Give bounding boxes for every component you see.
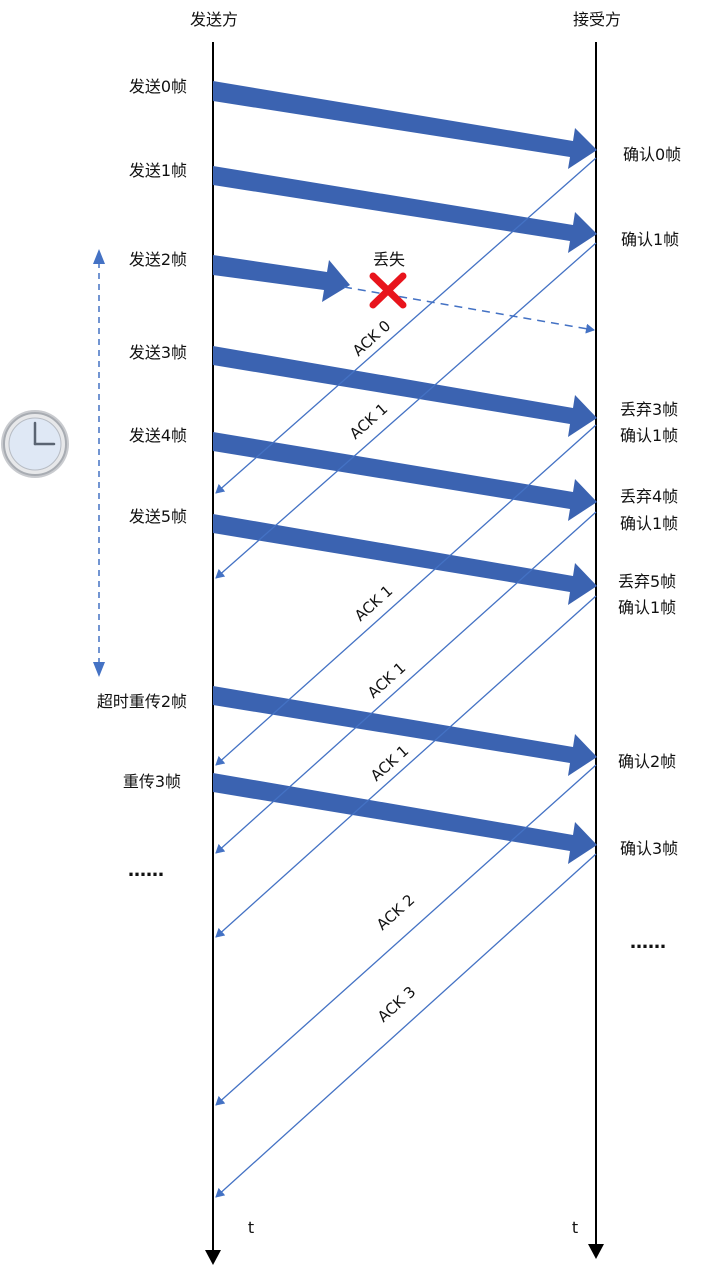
ack-label-1: ACK 1: [346, 400, 391, 443]
receiver-timeline-arrowhead: [588, 1244, 604, 1259]
frame-arrow-2-lost: [213, 255, 350, 302]
frame-arrow-retransmit-3: [213, 773, 597, 864]
receiver-event-2-line-0: 丢弃3帧: [620, 400, 678, 419]
ack-label-4: ACK 1: [367, 742, 412, 785]
receiver-event-3-line-0: 丢弃4帧: [620, 487, 678, 506]
time-label-right: t: [572, 1218, 578, 1237]
receiver-event-2-line-1: 确认1帧: [620, 426, 678, 445]
receiver-event-0-line-0: 确认0帧: [623, 145, 681, 164]
frame-arrow-1: [213, 166, 597, 253]
ack-line-0: [215, 157, 597, 494]
ack-label-5: ACK 2: [373, 891, 418, 934]
ellipsis-left: ……: [128, 860, 164, 881]
ack-label-0: ACK 0: [349, 317, 394, 360]
sender-event-3: 发送3帧: [129, 343, 187, 362]
sender-event-4: 发送4帧: [129, 426, 187, 445]
sender-event-6: 超时重传2帧: [97, 692, 187, 711]
ack-label-3: ACK 1: [364, 659, 409, 702]
clock-icon: [1, 410, 69, 478]
frame-arrow-5: [213, 514, 597, 605]
sender-event-5: 发送5帧: [129, 507, 187, 526]
frame-arrow-0: [213, 81, 597, 169]
red-x-icon: [369, 272, 407, 309]
sender-event-7: 重传3帧: [123, 772, 181, 791]
sender-event-1: 发送1帧: [129, 161, 187, 180]
ack-line-4: [215, 595, 597, 938]
receiver-title: 接受方: [573, 10, 621, 29]
sender-event-0: 发送0帧: [129, 77, 187, 96]
frame-arrow-4: [213, 432, 597, 521]
frame-arrow-retransmit-2: [213, 686, 597, 776]
ack-line-2: [215, 424, 597, 766]
receiver-event-6-line-0: 确认3帧: [620, 839, 678, 858]
sender-timeline-arrowhead: [205, 1250, 221, 1265]
receiver-event-4-line-1: 确认1帧: [618, 598, 676, 617]
ack-line-3: [215, 511, 597, 854]
receiver-event-4-line-0: 丢弃5帧: [618, 572, 676, 591]
ack-line-1: [215, 242, 597, 579]
lost-label: 丢失: [373, 250, 405, 269]
receiver-event-1-line-0: 确认1帧: [621, 230, 679, 249]
time-label-left: t: [248, 1218, 254, 1237]
sender-event-2: 发送2帧: [129, 250, 187, 269]
receiver-event-5-line-0: 确认2帧: [618, 752, 676, 771]
ack-label-2: ACK 1: [351, 582, 396, 625]
ack-line-6: [215, 853, 597, 1198]
receiver-event-3-line-1: 确认1帧: [620, 514, 678, 533]
sender-title: 发送方: [190, 10, 238, 29]
ack-line-5: [215, 764, 597, 1106]
ellipsis-right: ……: [630, 932, 666, 953]
frame-arrow-3: [213, 346, 597, 437]
timeout-interval-arrow: [93, 249, 105, 677]
